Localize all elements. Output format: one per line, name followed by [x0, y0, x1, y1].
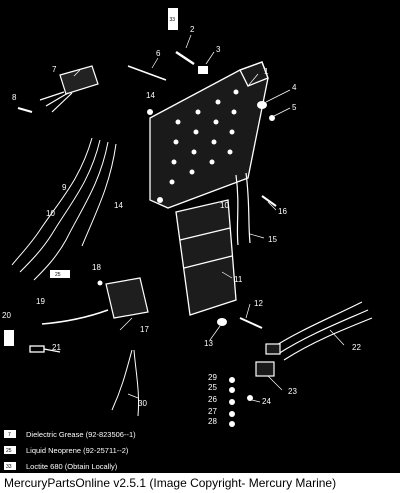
svg-text:11: 11	[234, 275, 243, 284]
plug-21	[29, 345, 61, 353]
svg-text:26: 26	[208, 395, 217, 404]
svg-text:21: 21	[52, 343, 61, 352]
legend-item-dielectric-grease: 7 Dielectric Grease (92-823506--1)	[4, 430, 136, 439]
svg-text:10: 10	[220, 201, 229, 210]
regulator-7	[39, 65, 99, 113]
screw-12	[239, 317, 263, 329]
svg-text:13: 13	[204, 339, 213, 348]
svg-text:8: 8	[12, 93, 17, 102]
svg-text:33: 33	[170, 17, 176, 23]
svg-text:5: 5	[292, 103, 297, 112]
svg-text:10: 10	[46, 209, 55, 218]
pin-28	[229, 421, 235, 427]
harness-30	[111, 349, 140, 417]
copyright-footer: MercuryPartsOnline v2.5.1 (Image Copyrig…	[0, 473, 400, 493]
connector-20	[4, 330, 14, 346]
svg-text:7: 7	[52, 65, 57, 74]
svg-text:27: 27	[208, 407, 217, 416]
legend-item-liquid-neoprene: 25 Liquid Neoprene (92-25711--2)	[4, 446, 129, 455]
bolt-16	[261, 195, 277, 207]
harness-22	[265, 301, 373, 361]
cap-27	[229, 411, 235, 417]
clip-24	[247, 395, 253, 401]
svg-text:9: 9	[62, 183, 67, 192]
svg-text:25: 25	[208, 383, 217, 392]
svg-text:1: 1	[264, 67, 269, 76]
wire-19	[41, 309, 109, 325]
svg-text:3: 3	[216, 45, 221, 54]
switch-box-17	[105, 277, 149, 319]
svg-text:24: 24	[262, 397, 271, 406]
svg-text:30: 30	[138, 399, 147, 408]
legend: 7 Dielectric Grease (92-823506--1) 25 Li…	[4, 430, 136, 471]
svg-text:12: 12	[254, 299, 263, 308]
svg-text:Loctite 680 (Obtain Locally): Loctite 680 (Obtain Locally)	[26, 462, 118, 471]
washer-13	[217, 318, 227, 326]
svg-text:4: 4	[292, 83, 297, 92]
svg-text:19: 19	[36, 297, 45, 306]
spacer-3	[198, 66, 208, 74]
clip-18	[97, 280, 103, 286]
parts-diagram: 33	[2, 8, 373, 471]
bolt-2	[175, 50, 195, 66]
svg-text:22: 22	[352, 343, 361, 352]
wire-harness-9	[11, 137, 117, 281]
svg-text:29: 29	[208, 373, 217, 382]
svg-text:20: 20	[2, 311, 11, 320]
leader-lines	[73, 34, 345, 403]
svg-text:33: 33	[6, 464, 12, 470]
neoprene-tag: 25	[50, 270, 70, 278]
loctite-tube: 33	[168, 8, 178, 30]
svg-text:25: 25	[6, 448, 12, 454]
svg-text:6: 6	[156, 49, 161, 58]
rod-6	[127, 65, 167, 81]
svg-text:23: 23	[288, 387, 297, 396]
svg-text:25: 25	[55, 272, 61, 278]
cap-25	[229, 387, 235, 393]
ground-leads-15	[235, 172, 251, 246]
screw-14a	[147, 109, 153, 115]
svg-text:17: 17	[140, 325, 149, 334]
screw-8	[17, 107, 33, 113]
connector-23	[255, 361, 275, 377]
washer-4	[257, 101, 267, 109]
screw-14b	[157, 197, 163, 203]
callout-numbers: 1 2 3 4 5 6 7 8 9 10 10 11 12 13 14 14 1…	[2, 25, 361, 426]
coil-bracket-11	[175, 199, 237, 316]
svg-text:Liquid Neoprene (92-25711--2): Liquid Neoprene (92-25711--2)	[26, 446, 129, 455]
nut-5	[269, 115, 275, 121]
legend-item-loctite: 33 Loctite 680 (Obtain Locally)	[4, 462, 118, 471]
svg-text:14: 14	[146, 91, 155, 100]
cap-29	[229, 377, 235, 383]
svg-text:2: 2	[190, 25, 195, 34]
svg-text:16: 16	[278, 207, 287, 216]
svg-text:14: 14	[114, 201, 123, 210]
mounting-plate	[149, 61, 269, 209]
svg-text:Dielectric Grease (92-823506--: Dielectric Grease (92-823506--1)	[26, 430, 136, 439]
svg-text:7: 7	[8, 432, 11, 438]
svg-text:28: 28	[208, 417, 217, 426]
svg-text:15: 15	[268, 235, 277, 244]
pin-26	[229, 399, 235, 405]
svg-text:18: 18	[92, 263, 101, 272]
